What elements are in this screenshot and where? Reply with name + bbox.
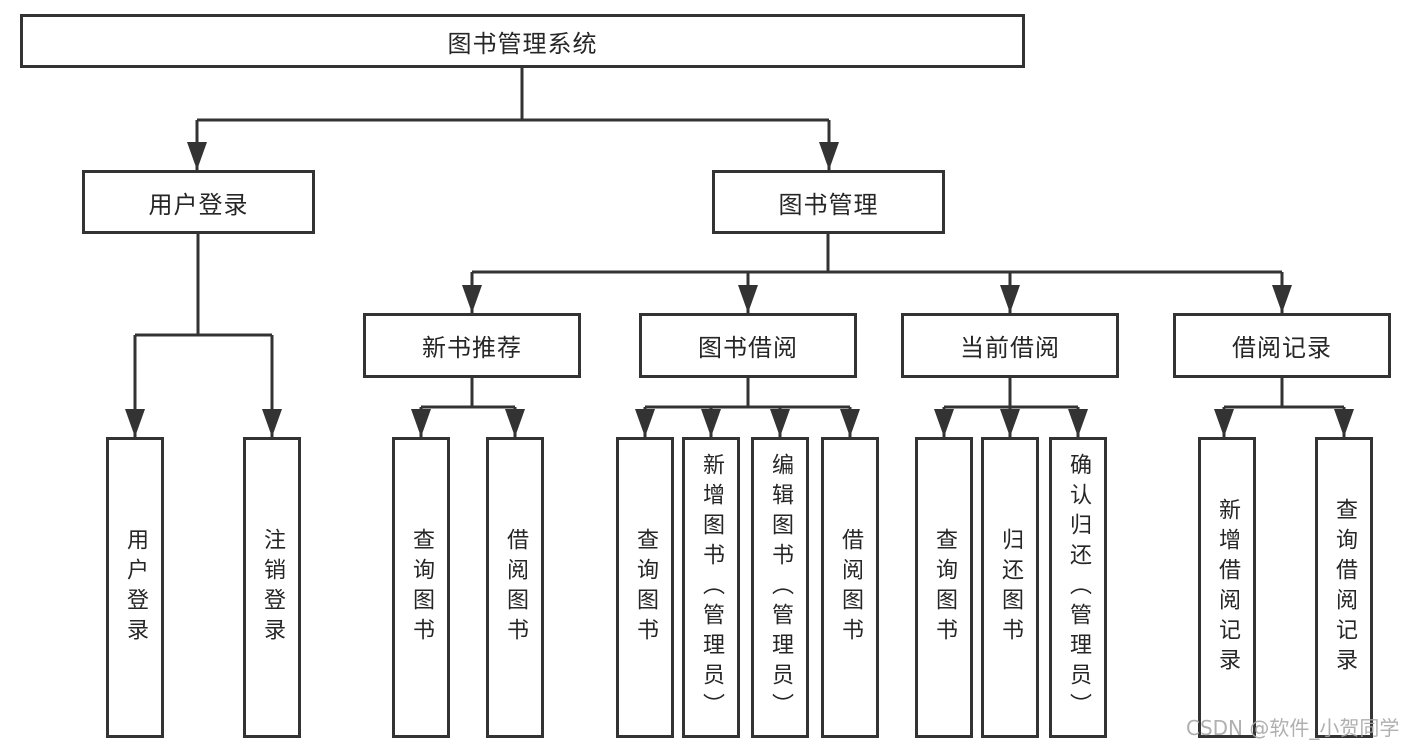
- leaf-user-login: 用户登录: [106, 437, 164, 738]
- node-new-book-recommend: 新书推荐: [363, 313, 581, 378]
- leaf-current-confirm-return-admin: 确认归还（管理员）: [1049, 437, 1107, 738]
- leaf-borrow-borrow-books: 借阅图书: [821, 437, 879, 738]
- csdn-watermark: CSDN @软件_小贺同学: [1186, 716, 1400, 740]
- leaf-current-query-books: 查询图书: [915, 437, 973, 738]
- leaf-current-return-books: 归还图书: [981, 437, 1039, 738]
- node-book-borrow: 图书借阅: [639, 313, 857, 378]
- leaf-borrow-edit-books-admin: 编辑图书（管理员）: [751, 437, 809, 738]
- node-borrow-records: 借阅记录: [1173, 313, 1391, 378]
- node-user-login: 用户登录: [82, 170, 315, 234]
- node-current-borrow: 当前借阅: [901, 313, 1119, 378]
- leaf-newbook-borrow-books: 借阅图书: [486, 437, 544, 738]
- leaf-borrow-query-books: 查询图书: [616, 437, 674, 738]
- node-root-title: 图书管理系统: [20, 14, 1025, 68]
- leaf-records-query-record: 查询借阅记录: [1315, 437, 1373, 738]
- leaf-borrow-add-books-admin: 新增图书（管理员）: [682, 437, 740, 738]
- leaf-logout: 注销登录: [243, 437, 301, 738]
- node-book-management: 图书管理: [712, 170, 945, 234]
- leaf-newbook-query-books: 查询图书: [392, 437, 450, 738]
- leaf-records-add-record: 新增借阅记录: [1198, 437, 1256, 738]
- tree-edges: [133, 68, 1346, 437]
